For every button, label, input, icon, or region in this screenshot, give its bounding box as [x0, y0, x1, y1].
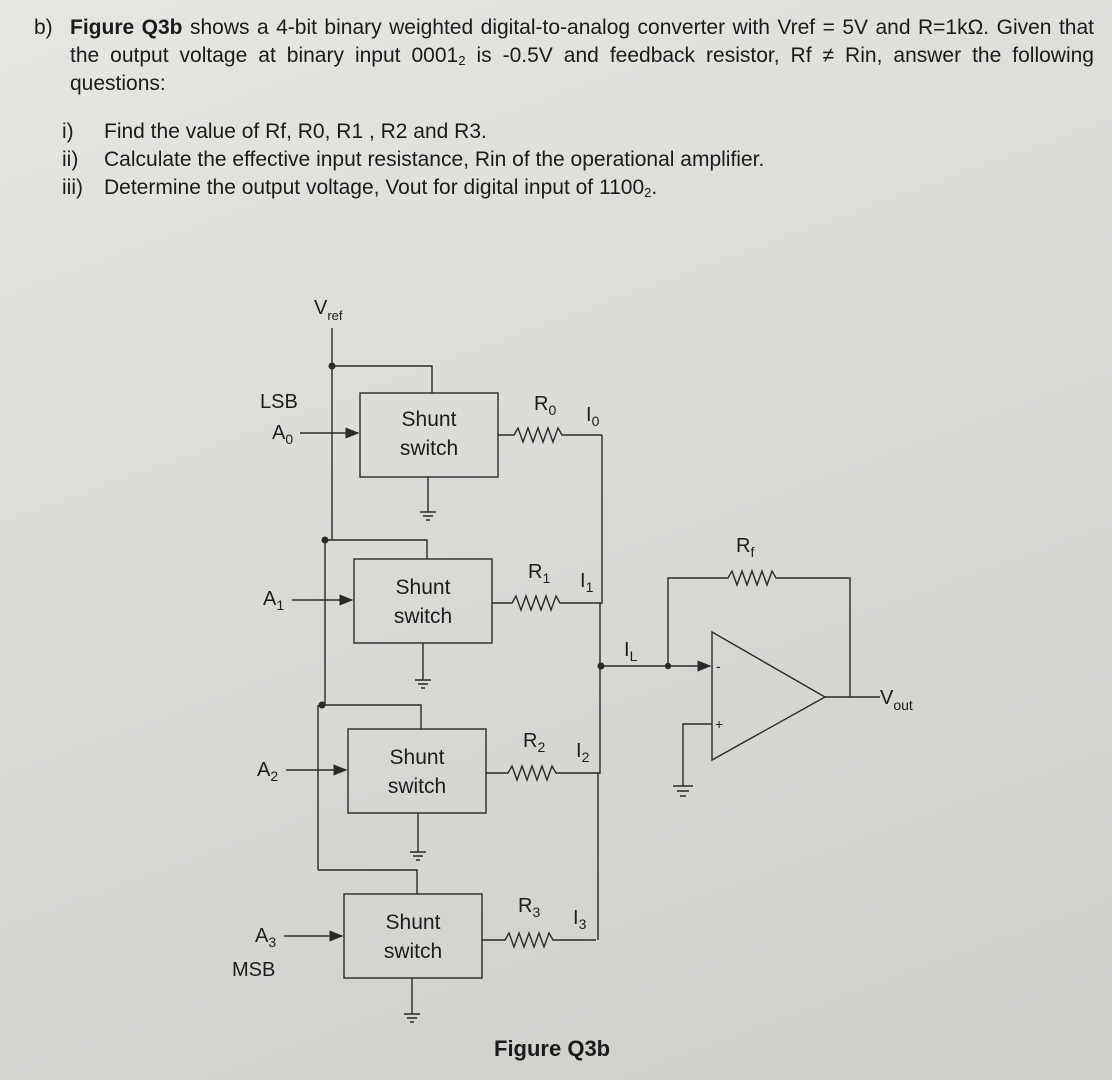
vref-feed-0 — [332, 365, 433, 393]
part-text-tail: . — [651, 176, 658, 199]
lsb-label: LSB — [260, 391, 298, 413]
resistor-r1 — [492, 593, 600, 613]
vref-bus — [317, 328, 333, 870]
question-part: i) Find the value of Rf, R0, R1 , R2 and… — [62, 118, 764, 146]
resistor-label-r3: R3 — [518, 895, 540, 920]
msb-label: MSB — [232, 959, 275, 981]
intro-text-2: is -0.5V and feedback resistor, Rf ≠ Rin… — [70, 44, 1094, 95]
figure-caption: Figure Q3b — [494, 1036, 611, 1061]
feedback-resistor-label: Rf — [736, 535, 754, 560]
non-inverting-ground-wire — [682, 723, 712, 786]
vref-feed-3 — [318, 869, 418, 894]
input-label-a2: A2 — [257, 759, 278, 784]
part-text: Determine the output voltage, Vout for d… — [104, 174, 657, 202]
vref-label: Vref — [314, 297, 343, 323]
shunt-switch-0 — [359, 392, 499, 478]
shunt-switch-1 — [353, 558, 493, 644]
question-part: ii) Calculate the effective input resist… — [62, 146, 764, 174]
current-label-il: IL — [624, 639, 638, 664]
input-label-a1: A1 — [263, 588, 284, 613]
ground-icon — [673, 785, 693, 797]
part-number: iii) — [62, 176, 83, 199]
resistor-r2 — [486, 763, 598, 783]
ground-icon — [420, 477, 436, 521]
part-text-main: Determine the output voltage, Vout for d… — [104, 176, 645, 199]
ground-icon — [404, 978, 420, 1023]
part-text: Find the value of Rf, R0, R1 , R2 and R3… — [104, 120, 487, 143]
summing-bus — [597, 435, 603, 940]
op-amp-minus-label: - — [716, 658, 721, 674]
resistor-label-r0: R0 — [534, 393, 556, 418]
feedback-junction — [664, 662, 672, 670]
resistor-r3 — [482, 930, 596, 950]
current-label-i3: I3 — [573, 907, 587, 932]
op-amp-plus-label: + — [715, 716, 723, 732]
vref-feed-1 — [325, 539, 428, 559]
ground-icon — [415, 643, 431, 689]
feedback-resistor-rf — [667, 568, 851, 697]
question-part: iii) Determine the output voltage, Vout … — [62, 174, 764, 202]
part-number: i) — [62, 120, 74, 143]
shunt-switch-3 — [343, 893, 483, 979]
switch-label: Shunt — [390, 746, 445, 769]
current-label-i2: I2 — [576, 740, 590, 765]
vout-label: Vout — [880, 687, 913, 713]
question-parts: i) Find the value of Rf, R0, R1 , R2 and… — [62, 118, 764, 202]
part-subscript: 2 — [644, 185, 652, 200]
intro-subscript: 2 — [458, 53, 466, 68]
resistor-label-r2: R2 — [523, 730, 545, 755]
shunt-switch-2 — [347, 728, 487, 814]
current-label-i0: I0 — [586, 404, 600, 429]
intro-text-1: shows a 4-bit binary weighted digital-to… — [70, 16, 1094, 67]
part-text: Calculate the effective input resistance… — [104, 148, 765, 171]
current-label-i1: I1 — [580, 570, 594, 595]
switch-label: switch — [384, 940, 442, 963]
input-label-a3: A3 — [255, 925, 276, 950]
switch-label: switch — [400, 437, 458, 460]
switch-label: switch — [388, 775, 446, 798]
op-amp — [711, 630, 827, 762]
question-intro: Figure Q3b shows a 4-bit binary weighted… — [70, 14, 1094, 98]
resistor-r0 — [498, 425, 602, 445]
switch-label: Shunt — [396, 576, 451, 599]
switch-label: Shunt — [402, 408, 457, 431]
vref-feed-2 — [322, 704, 422, 729]
switch-label: Shunt — [386, 911, 441, 934]
figure-reference: Figure Q3b — [70, 16, 183, 39]
resistor-label-r1: R1 — [528, 561, 550, 586]
input-label-a0: A0 — [272, 422, 293, 447]
part-number: ii) — [62, 148, 79, 171]
switch-label: switch — [394, 605, 452, 628]
ground-icon — [410, 813, 426, 861]
question-label: b) — [34, 16, 53, 39]
question-block: b) Figure Q3b shows a 4-bit binary weigh… — [34, 14, 1094, 98]
